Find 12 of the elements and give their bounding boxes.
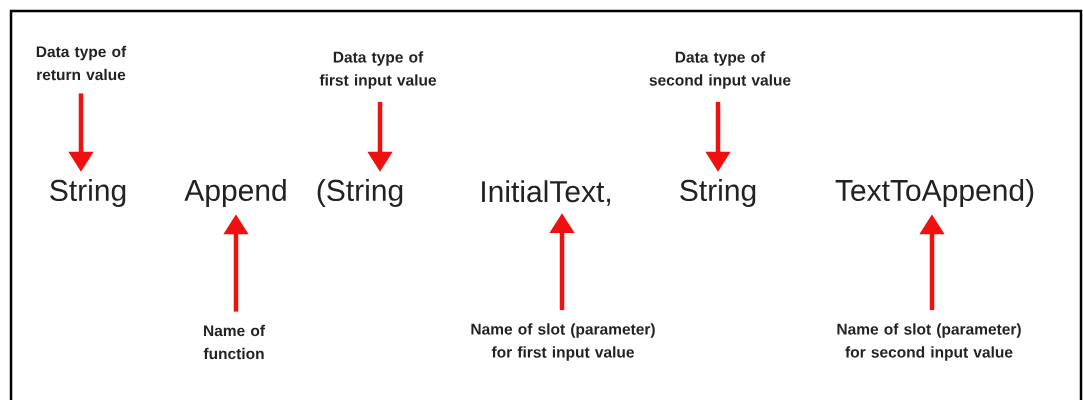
code-token: String — [50, 179, 126, 207]
annotation-text: Data type of second input value — [649, 51, 791, 89]
annotation-text: Name of function — [203, 324, 266, 360]
code-token: String — [680, 179, 756, 207]
code-token: Append — [184, 179, 286, 207]
annotation-text: Name of slot (parameter) for first input value — [471, 323, 655, 361]
code-token: TextToAppend) — [835, 179, 1034, 207]
code-token: InitialText, — [482, 180, 611, 206]
code-token: (String — [317, 179, 403, 207]
annotation-text: Name of slot (parameter) for second input value — [837, 323, 1021, 361]
annotation-text: Data type of return value — [36, 45, 127, 81]
annotation-text: Data type of first input value — [319, 51, 437, 89]
